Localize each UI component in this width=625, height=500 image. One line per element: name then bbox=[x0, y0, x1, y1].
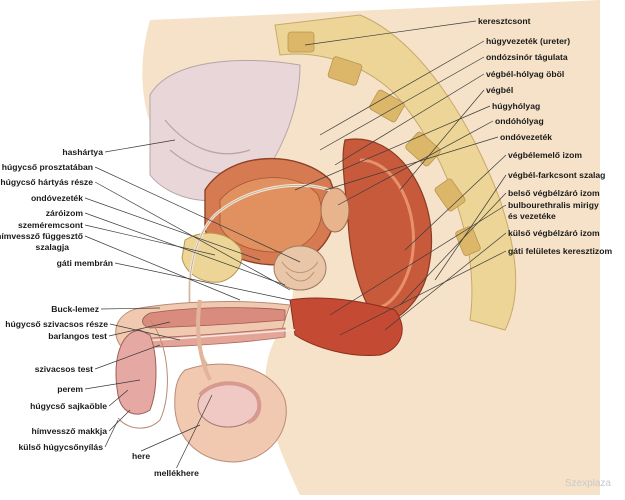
label-hugyholyag: húgyhólyag bbox=[492, 101, 541, 111]
leader-fuggeszto-1 bbox=[84, 235, 241, 301]
label-szivacsos-test: szivacsos test bbox=[34, 364, 93, 374]
leader-nyilas bbox=[104, 419, 119, 448]
leader-vegbel bbox=[399, 89, 485, 191]
leader-vegbelemelo bbox=[404, 154, 507, 251]
label-vegbel-farkcsont: végbél-farkcsont szalag bbox=[508, 170, 606, 180]
leader-ondoholyag bbox=[337, 120, 494, 206]
label-ondozsinor: ondózsinór tágulata bbox=[486, 52, 568, 62]
leader-bulbourethralis-1 bbox=[329, 204, 507, 316]
leader-ondovezetek-r bbox=[324, 136, 499, 191]
label-perem: perem bbox=[57, 384, 83, 394]
leader-gati-felszines bbox=[339, 250, 507, 336]
leader-hugyvezetek bbox=[319, 40, 485, 136]
leader-szemeremcsont bbox=[84, 224, 216, 256]
leader-prosztata bbox=[94, 166, 301, 263]
perineal-muscles bbox=[289, 297, 403, 357]
leader-szivacsos-resz bbox=[109, 323, 181, 341]
leader-belso-zaroizom bbox=[399, 192, 507, 306]
label-fuggeszto-2: szalagja bbox=[35, 242, 69, 252]
label-sajkaoble: húgycső sajkaöble bbox=[30, 401, 107, 411]
label-bulbourethralis-1: bulbourethralis mirigy bbox=[508, 200, 599, 210]
urethra bbox=[129, 329, 296, 343]
leader-hugyholyag bbox=[294, 105, 491, 191]
label-bulbourethralis-2: és vezetéke bbox=[508, 211, 556, 221]
label-vegbelemelo: végbélemelő izom bbox=[508, 150, 583, 160]
label-buck: Buck-lemez bbox=[51, 304, 99, 314]
label-gati-membran: gáti membrán bbox=[56, 258, 113, 268]
label-szivacsos-resz: húgycső szivacsos része bbox=[5, 319, 108, 329]
leader-buck bbox=[100, 307, 161, 310]
label-fuggeszto-1: hímvessző függesztő bbox=[0, 231, 83, 241]
label-hugyvezetek: húgyvezeték (ureter) bbox=[486, 36, 571, 46]
rectum-inner bbox=[359, 158, 415, 310]
label-keresztcsont: keresztcsont bbox=[478, 16, 531, 26]
leader-ondovezetek-l bbox=[84, 197, 261, 261]
label-makk: hímvessző makkja bbox=[31, 426, 107, 436]
label-belso-zaroizom: belső végbélzáró izom bbox=[508, 188, 600, 198]
label-hartyas: húgycső hártyás része bbox=[0, 177, 93, 187]
corpus-cavernosum bbox=[142, 307, 286, 329]
leader-vegbel-holyag bbox=[334, 73, 485, 166]
leader-perem bbox=[84, 379, 141, 390]
label-nyilas: külső húgycsőnyílás bbox=[18, 442, 103, 452]
epididymis bbox=[198, 381, 262, 424]
label-zaroizom: záróizom bbox=[45, 208, 83, 218]
leader-hashartya bbox=[104, 139, 176, 153]
leader-szivacsos-test bbox=[94, 344, 161, 370]
leader-sajkaoble bbox=[108, 389, 129, 407]
leader-ondozsinor bbox=[319, 56, 485, 151]
label-barlangos: barlangos test bbox=[48, 331, 107, 341]
label-hashartya: hashártya bbox=[62, 147, 103, 157]
seminal-vesicle bbox=[320, 187, 350, 233]
leader-makk bbox=[108, 409, 131, 432]
prostate-lobules bbox=[281, 261, 319, 282]
label-szemeremcsont: szeméremcsont bbox=[18, 220, 83, 230]
leader-keresztcsont bbox=[304, 20, 477, 46]
prostate bbox=[273, 245, 327, 291]
label-here: here bbox=[132, 451, 151, 461]
leader-gati-membran bbox=[114, 262, 291, 301]
glans bbox=[115, 329, 157, 415]
label-gati-felszines: gáti felületes keresztizom bbox=[508, 246, 613, 256]
label-ondovezetek-l: ondóvezeték bbox=[30, 193, 83, 203]
leader-zaroizom bbox=[84, 212, 286, 286]
label-vegbel-holyag: végbél-hólyag öböl bbox=[486, 69, 565, 79]
leader-here bbox=[140, 424, 201, 452]
label-ondovezetek-r: ondóvezeték bbox=[500, 132, 553, 142]
label-kulso-zaroizom: külső végbélzáró izom bbox=[508, 228, 600, 238]
label-ondoholyag: ondóhólyag bbox=[495, 116, 544, 126]
watermark: Szexplaza bbox=[564, 478, 611, 489]
label-mellekhere: mellékhere bbox=[154, 468, 199, 478]
label-prosztata: húgycső prosztatában bbox=[1, 162, 93, 172]
prepuce bbox=[117, 319, 168, 429]
leader-barlangos bbox=[108, 321, 171, 337]
leader-mellekhere bbox=[176, 394, 213, 469]
spermatic-cord bbox=[196, 299, 212, 381]
label-vegbel: végbél bbox=[486, 85, 514, 95]
